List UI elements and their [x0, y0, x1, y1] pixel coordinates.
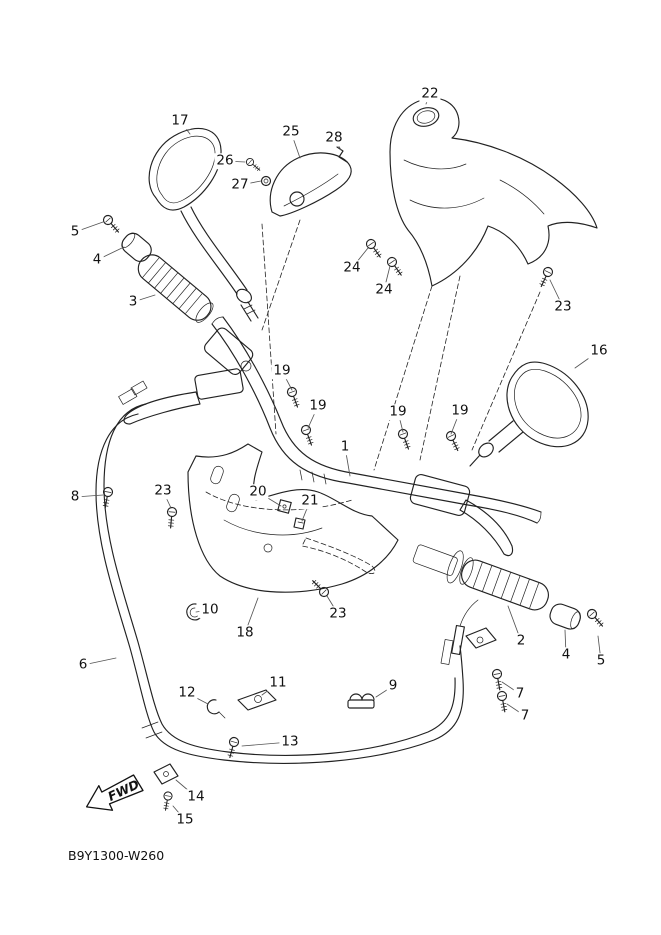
- leader-line: [507, 605, 522, 642]
- washer-27: [260, 175, 272, 187]
- screw-19-a: [285, 385, 303, 410]
- diagram-code: B9Y1300-W260: [68, 848, 165, 863]
- screw-26: [244, 156, 263, 174]
- screw-13: [224, 735, 241, 760]
- grip-left: [137, 254, 214, 323]
- screw-23-right: [536, 265, 555, 289]
- clip-21: [293, 517, 306, 530]
- leader-line: [224, 160, 246, 163]
- leader-line: [351, 247, 369, 269]
- bracket-11: [237, 689, 277, 711]
- handlebar: [211, 316, 542, 524]
- grip-end-cap-left: [121, 232, 152, 262]
- bracket-14: [153, 763, 179, 785]
- screw-23-left: [165, 506, 178, 529]
- leader-line: [564, 629, 567, 656]
- leader-line: [195, 609, 211, 613]
- leader-line: [333, 137, 342, 151]
- grip-end-cap-right: [549, 603, 581, 630]
- cable-holder-9: [347, 693, 375, 709]
- leader-line: [597, 635, 602, 662]
- leader-line: [383, 265, 391, 291]
- leader-line: [162, 490, 172, 509]
- screw-5-right: [585, 607, 607, 630]
- leader-line: [96, 246, 125, 261]
- cable-end-bracket: [465, 627, 497, 649]
- projection-lines: [261, 219, 541, 471]
- leader-line: [82, 657, 117, 666]
- screw-24-b: [385, 255, 406, 279]
- leader-line: [375, 685, 394, 698]
- leader-line: [450, 410, 461, 435]
- leader-line: [281, 370, 293, 391]
- handlebar-upper-cover: [389, 97, 598, 287]
- bolt-15: [160, 790, 174, 812]
- leader-line: [172, 805, 186, 821]
- leader-line: [244, 597, 259, 634]
- leader-line: [239, 180, 262, 186]
- cable-clip-12: [206, 699, 226, 719]
- leader-line: [397, 411, 404, 433]
- leader-line: [326, 595, 339, 615]
- leader-line: [574, 350, 600, 369]
- leader-line: [74, 221, 104, 233]
- screw-19-d: [444, 429, 463, 453]
- screw-7-a: [491, 668, 505, 692]
- mirror-right: [469, 361, 589, 467]
- leader-lines: [74, 93, 602, 821]
- mirror-left: [148, 127, 259, 322]
- screw-5-left: [101, 213, 123, 236]
- grip-right: [412, 544, 549, 611]
- leader-line: [186, 692, 209, 705]
- leader-line: [132, 294, 156, 303]
- throttle-lever-assembly-right: [409, 474, 514, 557]
- fwd-arrow: FWD: [85, 774, 144, 811]
- leader-line: [74, 494, 104, 498]
- leader-line: [175, 779, 197, 798]
- leader-line: [301, 500, 311, 522]
- leader-line: [506, 703, 526, 717]
- switch-lever-assembly-left: [118, 327, 254, 425]
- screw-7-b: [496, 690, 510, 714]
- mirror-hole-cover: [269, 152, 352, 217]
- leader-line: [549, 279, 564, 308]
- leader-line: [307, 405, 319, 429]
- screw-8: [100, 486, 114, 510]
- leader-line: [290, 131, 301, 159]
- screw-19-c: [396, 427, 414, 452]
- cable-clamp-10: [186, 603, 201, 621]
- handlebar-lower-cover: [187, 443, 399, 593]
- throttle-cables: [95, 403, 479, 764]
- nut-20: [277, 499, 292, 514]
- leader-line: [241, 741, 291, 747]
